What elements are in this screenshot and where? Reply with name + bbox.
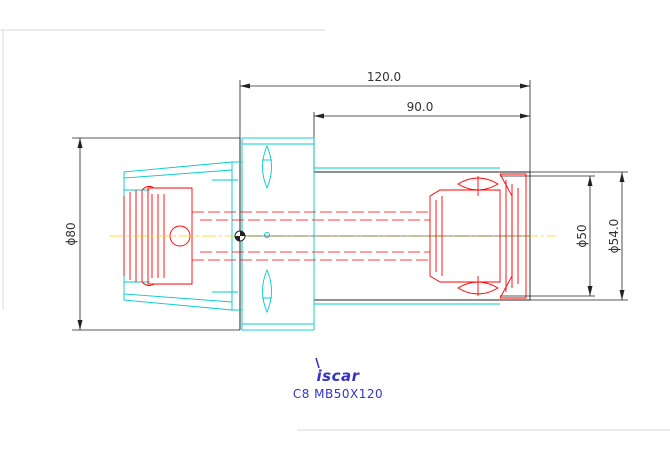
body-outline bbox=[239, 138, 531, 330]
dim-body-diameter: ϕ54.0 bbox=[607, 219, 621, 254]
flange-outline bbox=[241, 137, 315, 331]
part-code: C8 MB50X120 bbox=[293, 387, 383, 401]
dim-body-length: 90.0 bbox=[407, 100, 434, 114]
logo-text: iscar bbox=[317, 367, 361, 385]
dim-bore-diameter: ϕ50 bbox=[575, 224, 589, 247]
body-outline-cyan bbox=[314, 167, 500, 305]
logo: iscar bbox=[315, 357, 361, 385]
center-marker bbox=[234, 230, 246, 242]
dimension-lines bbox=[72, 80, 628, 331]
dim-flange-diameter: ϕ80 bbox=[64, 222, 78, 245]
bore-hidden-lines bbox=[192, 211, 430, 261]
dimension-arrows bbox=[77, 83, 625, 330]
dim-overall-length: 120.0 bbox=[367, 70, 401, 84]
